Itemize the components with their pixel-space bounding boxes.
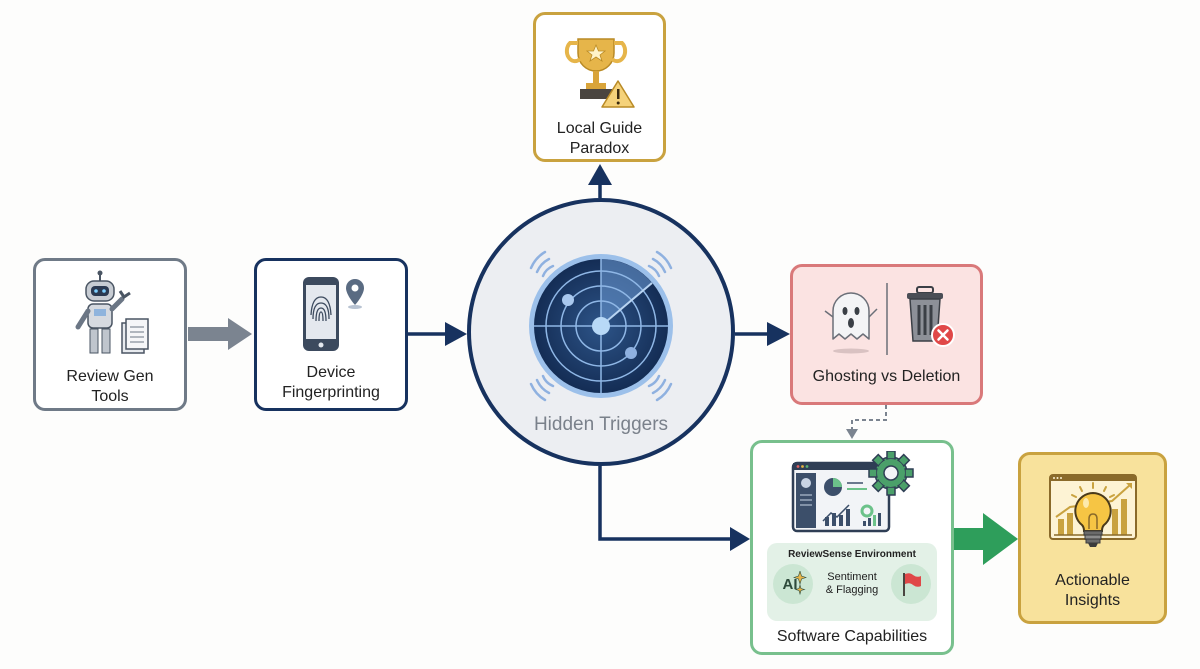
env-row: AI Sentiment & Flagging	[773, 564, 931, 604]
radar-icon	[529, 250, 673, 402]
node-label: Ghosting vs Deletion	[812, 368, 961, 385]
flag-glyph	[903, 573, 921, 596]
node-label: Software Capabilities	[776, 628, 928, 645]
label-line: Fingerprinting	[282, 384, 380, 401]
trophy-warning-icon	[564, 38, 635, 108]
ghost-icon	[824, 292, 878, 354]
edge-device-to-hidden	[408, 322, 467, 346]
label-line: Paradox	[569, 140, 630, 157]
label-line: Insights	[1064, 592, 1121, 609]
reviewsense-environment-panel: ReviewSense Environment AI Sentiment & F…	[767, 543, 937, 621]
node-label: Actionable Insights	[1055, 571, 1130, 611]
edge-hidden-to-ghosting	[735, 322, 790, 346]
sparkle-icon	[793, 571, 807, 596]
smartphone-fingerprint-icon	[303, 277, 364, 351]
caption-line: Sentiment	[827, 571, 877, 583]
label-line: Review Gen	[66, 368, 154, 385]
label-line: Actionable	[1055, 572, 1130, 589]
node-label: Device Fingerprinting	[282, 363, 380, 403]
node-software-capabilities[interactable]: ReviewSense Environment AI Sentiment & F…	[750, 440, 954, 655]
dashboard-gear-icon	[791, 451, 914, 533]
sentiment-flagging-caption: Sentiment & Flagging	[826, 571, 879, 597]
ai-sparkle-icon: AI	[773, 564, 813, 604]
env-title: ReviewSense Environment	[788, 549, 916, 560]
robot-icon	[75, 270, 149, 354]
label-line: Device	[306, 364, 356, 381]
edge-review-to-device	[188, 318, 252, 350]
node-hidden-triggers[interactable]: Hidden Triggers	[467, 198, 735, 466]
node-actionable-insights[interactable]: Actionable Insights	[1018, 452, 1167, 624]
node-label: Review Gen Tools	[66, 367, 153, 407]
label-line: Local Guide	[556, 120, 643, 137]
edge-ghosting-to-software	[846, 405, 887, 439]
signal-waves	[529, 250, 673, 402]
edge-hidden-to-local-guide	[588, 164, 612, 198]
edge-software-to-insights	[954, 513, 1018, 565]
trash-delete-icon	[906, 286, 955, 347]
flag-icon	[891, 564, 931, 604]
label-line: Tools	[91, 388, 129, 405]
gear-icon	[868, 451, 914, 496]
edge-hidden-to-software	[598, 466, 750, 551]
node-label: Hidden Triggers	[533, 414, 669, 435]
caption-line: & Flagging	[825, 584, 879, 596]
node-local-guide-paradox[interactable]: Local Guide Paradox	[533, 12, 666, 162]
node-label: Local Guide Paradox	[557, 119, 642, 159]
node-ghosting-vs-deletion[interactable]: Ghosting vs Deletion	[790, 264, 983, 405]
lightbulb-chart-icon	[1048, 474, 1137, 547]
node-review-gen-tools[interactable]: Review Gen Tools	[33, 258, 187, 411]
node-device-fingerprinting[interactable]: Device Fingerprinting	[254, 258, 408, 411]
ghost-trash-icon-group	[824, 283, 955, 355]
ai-label: AI	[782, 575, 798, 593]
